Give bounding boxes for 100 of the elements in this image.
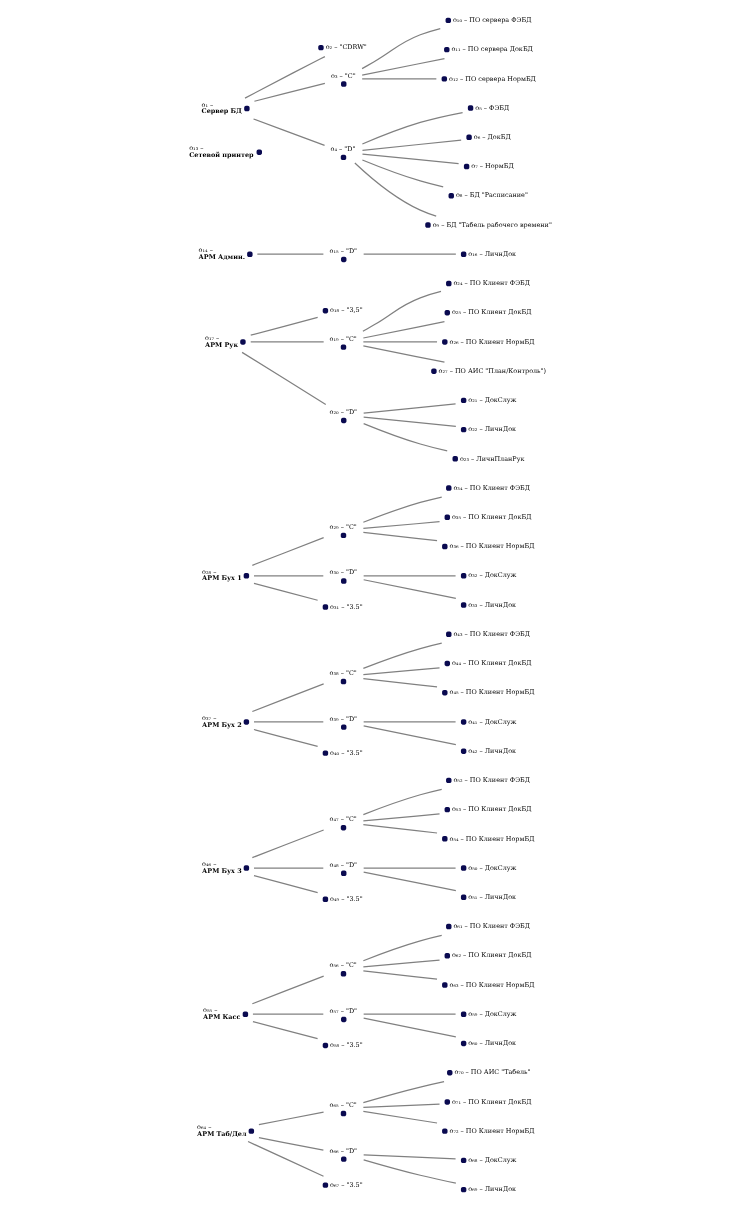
connector — [362, 1081, 445, 1104]
connector — [362, 959, 441, 968]
connector — [362, 788, 443, 816]
connector — [362, 531, 438, 542]
connector — [250, 316, 319, 336]
node-circle — [460, 602, 467, 608]
connector — [253, 875, 319, 894]
connector — [362, 813, 441, 822]
node-circle — [322, 750, 329, 756]
connector — [258, 1137, 324, 1151]
connector — [363, 422, 448, 452]
node-circle — [322, 1042, 329, 1049]
node-circle — [442, 982, 448, 988]
node-circle — [431, 368, 437, 374]
connector — [244, 56, 326, 99]
connector — [362, 934, 443, 962]
connector — [363, 253, 457, 255]
connector — [253, 582, 319, 601]
connector — [251, 829, 325, 859]
node-circle — [460, 865, 467, 871]
connector — [362, 341, 438, 343]
connector — [251, 975, 325, 1005]
connector — [363, 403, 457, 414]
connector — [363, 867, 457, 869]
node-circle — [460, 1011, 467, 1017]
node-circle — [444, 309, 450, 316]
node-circle — [341, 81, 347, 87]
node-circle — [442, 689, 448, 696]
node-circle — [340, 532, 347, 539]
connector — [252, 1020, 319, 1040]
node-circle — [460, 748, 467, 754]
node-circle — [444, 1099, 450, 1105]
connector — [253, 867, 324, 869]
connector — [361, 27, 441, 70]
node-circle — [466, 134, 472, 141]
connector — [252, 1013, 324, 1015]
node-circle — [244, 105, 250, 112]
node-circle — [240, 339, 246, 345]
node-circle — [446, 777, 452, 784]
connector — [362, 1110, 438, 1124]
node-circle — [442, 836, 448, 842]
node-circle — [446, 631, 452, 637]
connector — [251, 537, 325, 566]
node-circle — [463, 163, 470, 170]
node-circle — [322, 308, 329, 314]
node-circle — [444, 806, 450, 813]
node-circle — [467, 105, 474, 111]
node-circle — [446, 923, 452, 930]
connector — [361, 159, 444, 188]
node-circle — [442, 339, 448, 345]
node-circle — [460, 894, 467, 901]
connector — [362, 1103, 441, 1109]
node-circle — [441, 76, 448, 82]
node-circle — [442, 1128, 448, 1134]
node-circle — [340, 678, 347, 685]
node-circle — [444, 953, 450, 959]
connector — [363, 579, 457, 599]
connector — [250, 341, 325, 343]
connector — [361, 153, 460, 165]
connector — [362, 290, 442, 332]
connector — [363, 721, 457, 723]
connector — [241, 351, 327, 406]
connector — [361, 57, 446, 76]
connector — [363, 1017, 457, 1038]
node-circle — [243, 573, 250, 579]
node-circle — [460, 251, 467, 257]
node-circle — [248, 1128, 255, 1134]
connector — [253, 728, 319, 747]
connector — [354, 162, 437, 217]
connector — [362, 667, 441, 676]
connector — [363, 1159, 457, 1184]
node-circle — [460, 1186, 467, 1193]
node-circle — [446, 485, 452, 491]
node-circle — [243, 719, 250, 725]
node-circle — [341, 1016, 347, 1023]
connector — [253, 575, 324, 577]
node-circle — [247, 251, 253, 257]
node-circle — [341, 256, 347, 263]
node-circle — [242, 1011, 249, 1017]
node-circle — [447, 1069, 453, 1076]
connector — [363, 871, 457, 892]
node-circle — [318, 44, 324, 51]
node-circle — [340, 154, 347, 161]
connector — [258, 1111, 325, 1126]
connector — [253, 82, 326, 102]
connector — [363, 575, 457, 577]
node-circle — [444, 46, 450, 53]
node-circle — [322, 1182, 329, 1188]
node-circle — [340, 344, 347, 350]
node-circle — [460, 426, 467, 433]
node-circle — [243, 865, 250, 871]
connector — [362, 345, 446, 363]
node-circle — [340, 824, 347, 831]
connector — [362, 677, 438, 688]
connector — [247, 1140, 325, 1177]
connector — [363, 725, 457, 746]
node-circle — [340, 971, 347, 977]
connector — [361, 78, 437, 80]
connector — [251, 683, 325, 713]
connector — [362, 521, 441, 530]
